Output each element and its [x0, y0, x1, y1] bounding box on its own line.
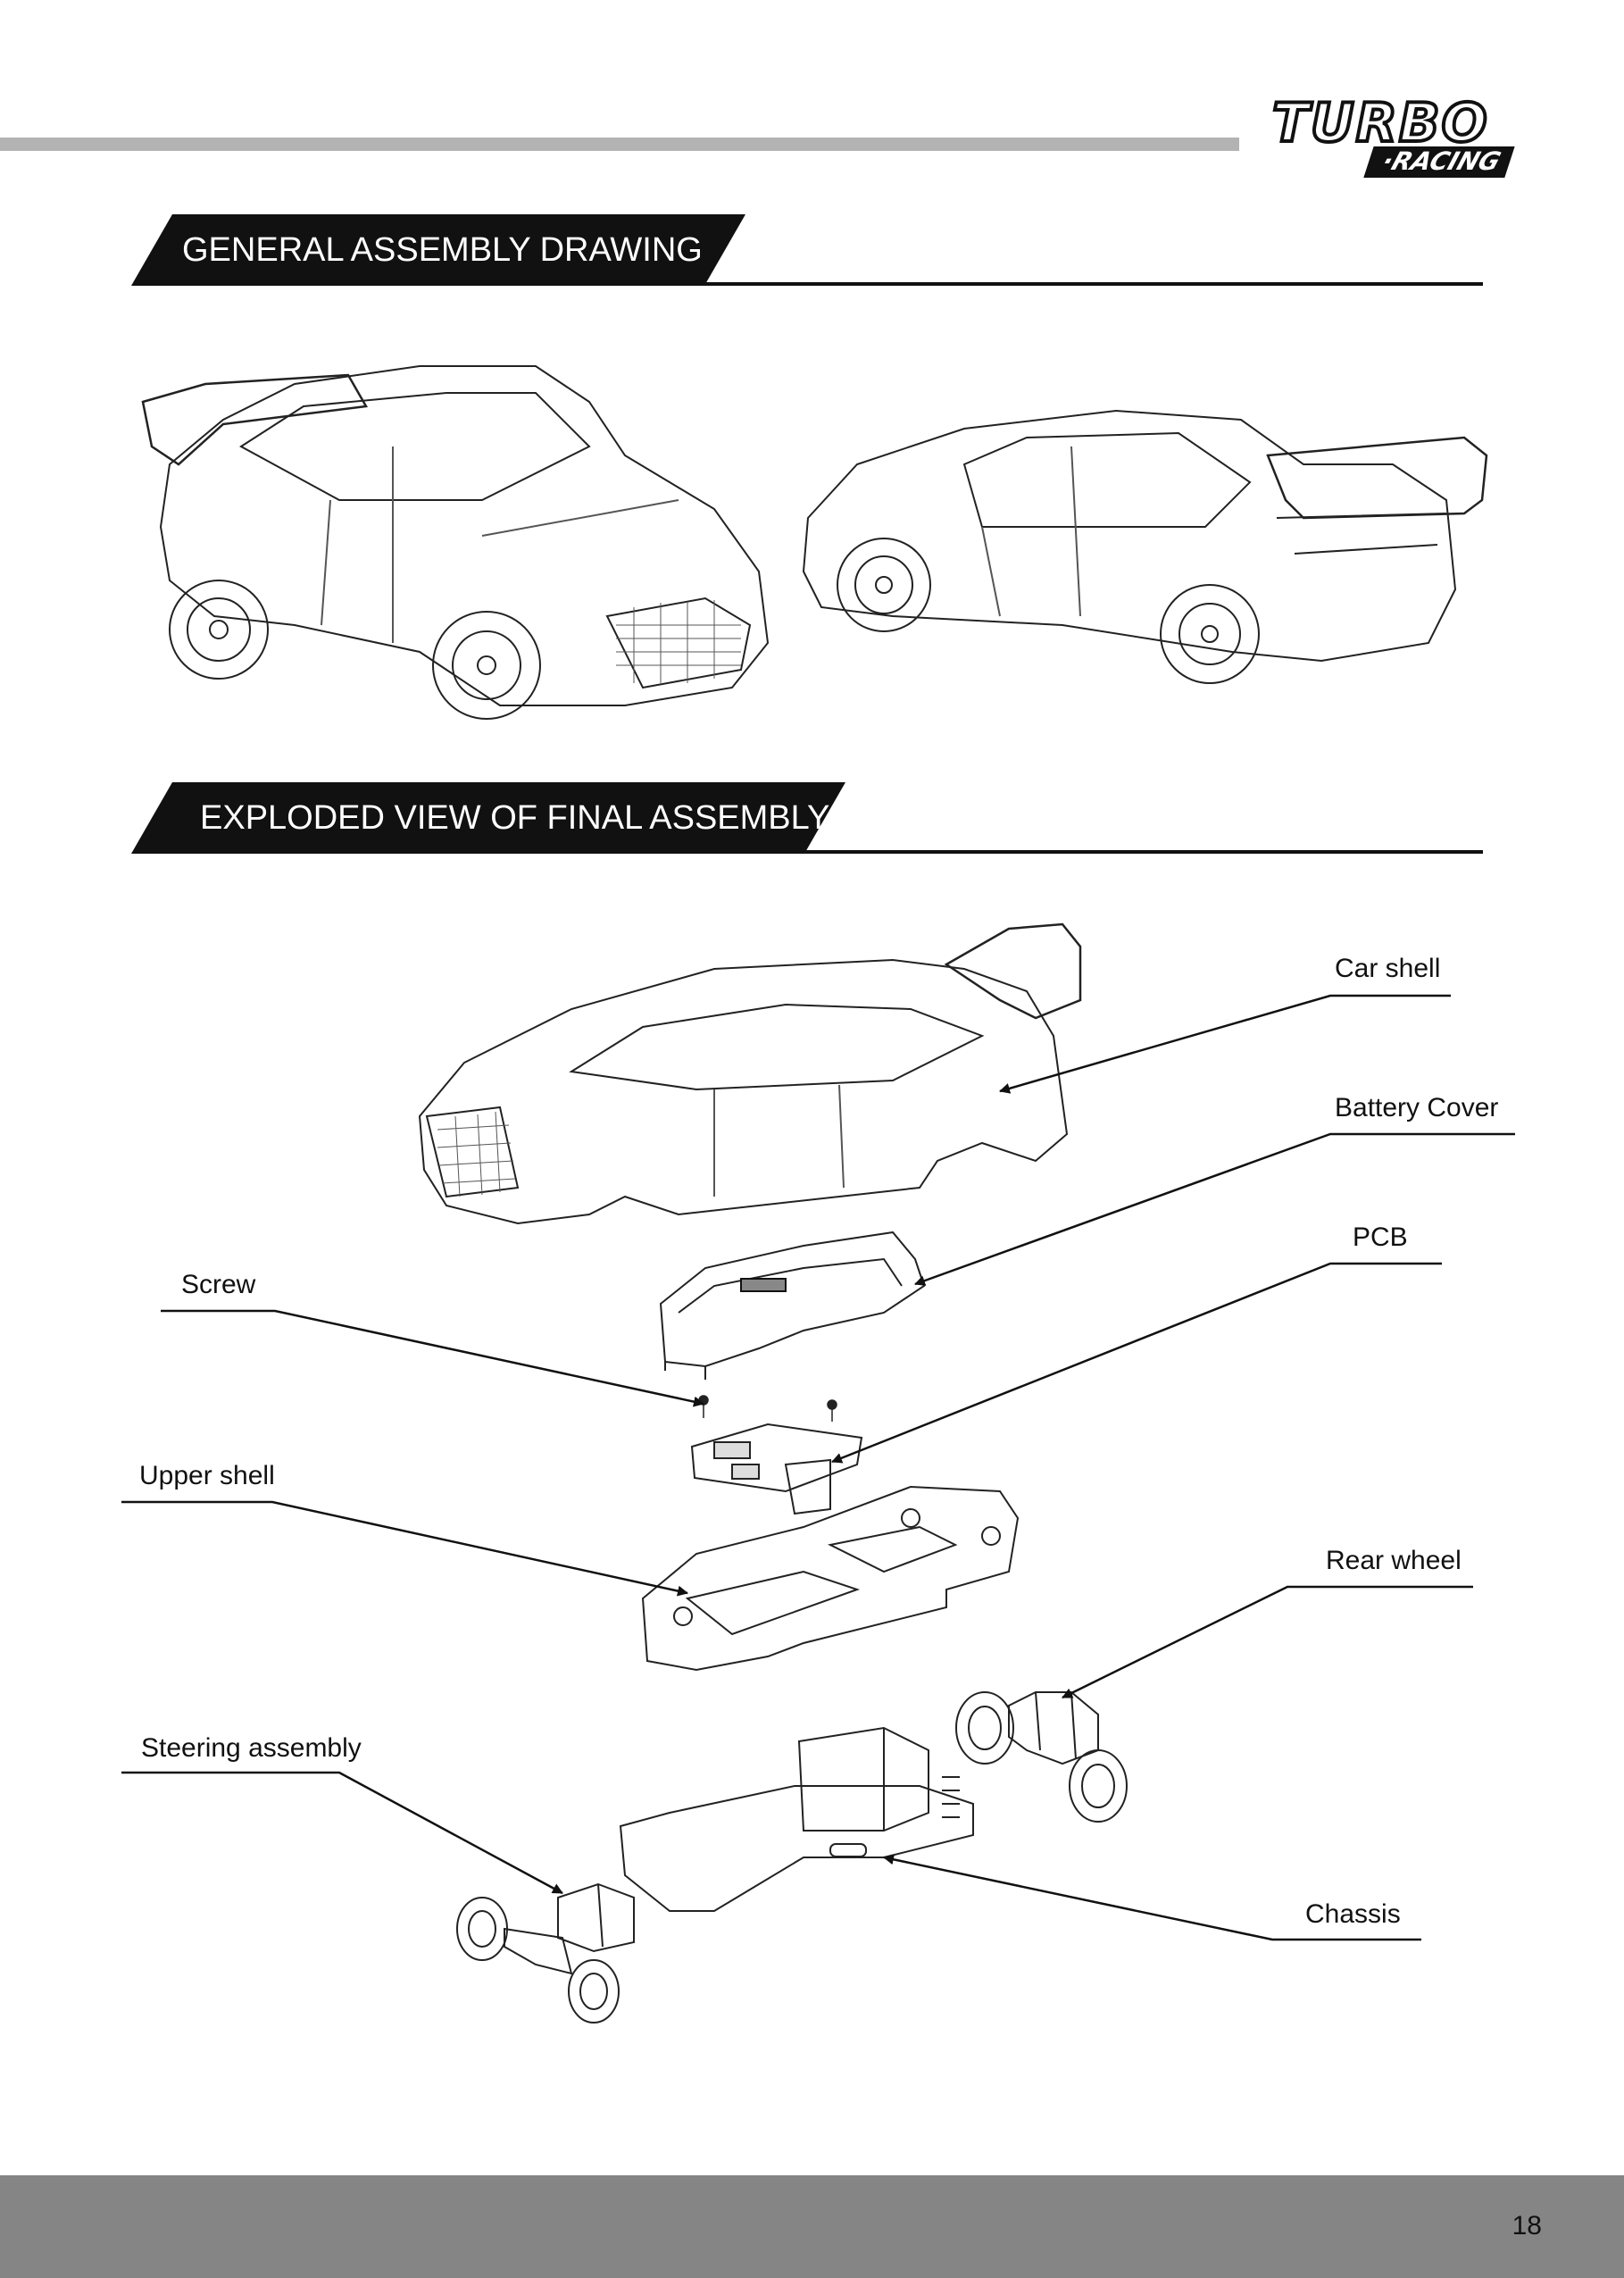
section-heading-exploded: EXPLODED VIEW OF FINAL ASSEMBLY: [131, 782, 1483, 854]
header-rule: [0, 138, 1239, 151]
car-shell-part: [418, 922, 1082, 1225]
page-number: 18: [1512, 2211, 1542, 2240]
callout-pcb: PCB: [1353, 1222, 1408, 1252]
battery-cover-part: [659, 1231, 926, 1380]
callout-battery-cover: Battery Cover: [1335, 1093, 1499, 1122]
heading-underline: [785, 850, 1483, 854]
leader-upper-shell: [121, 1500, 688, 1597]
heading-band: [131, 782, 845, 854]
leader-rear-wheel: [1062, 1585, 1473, 1699]
car-rear-view: [802, 409, 1488, 684]
leader-steering-assembly: [121, 1771, 563, 1895]
page-footer: 18: [0, 2175, 1624, 2278]
car-front-view: [141, 365, 770, 720]
heading-underline: [685, 282, 1483, 286]
pcb-part: [690, 1423, 863, 1515]
chassis-part: [619, 1726, 974, 1912]
logo-wordmark-turbo: TURBO: [1270, 92, 1489, 154]
callout-car-shell: Car shell: [1335, 954, 1441, 983]
leader-screw: [161, 1309, 704, 1407]
leader-chassis: [883, 1854, 1421, 1941]
callout-steering-assembly: Steering assembly: [141, 1733, 362, 1763]
rear-wheel-part: [955, 1691, 1128, 1823]
section-title: GENERAL ASSEMBLY DRAWING: [182, 231, 703, 269]
callout-rear-wheel: Rear wheel: [1326, 1546, 1462, 1575]
leader-pcb: [831, 1262, 1442, 1464]
callout-leaders: [121, 994, 1515, 1941]
callout-upper-shell: Upper shell: [139, 1461, 275, 1490]
callout-screw: Screw: [181, 1270, 256, 1299]
section-heading-general: GENERAL ASSEMBLY DRAWING: [131, 214, 1483, 286]
brand-logo: TURBO ·RACING: [1270, 92, 1540, 181]
screw-parts: [698, 1395, 837, 1422]
callout-chassis: Chassis: [1305, 1899, 1401, 1929]
steering-assembly-part: [456, 1882, 635, 2023]
leader-battery-cover: [914, 1132, 1515, 1286]
leader-car-shell: [999, 994, 1451, 1094]
upper-shell-part: [641, 1485, 1020, 1672]
section-title: EXPLODED VIEW OF FINAL ASSEMBLY: [200, 799, 830, 837]
heading-band: [131, 214, 745, 286]
